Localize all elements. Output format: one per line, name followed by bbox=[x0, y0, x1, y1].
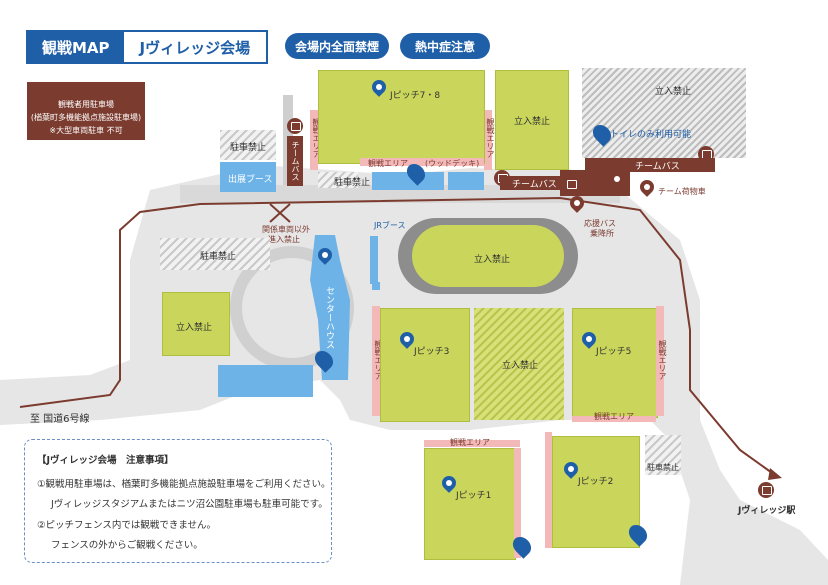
support-bus-label: 応援バス bbox=[584, 219, 616, 228]
wood-deck-label: (ウッドデッキ) bbox=[425, 159, 480, 168]
team-bus-vertical: チームバス bbox=[287, 136, 303, 186]
location-pin-78 bbox=[369, 77, 389, 98]
parking-label-left: 駐車禁止 bbox=[200, 252, 237, 262]
building-78-2 bbox=[448, 172, 484, 190]
jpitch-1-label: Jピッチ1 bbox=[456, 491, 492, 501]
stadium-field bbox=[412, 225, 564, 287]
stadium-no-entry: 立入禁止 bbox=[474, 255, 511, 265]
watch-area-label-1: 観戦エリア bbox=[450, 438, 490, 447]
heatstroke-badge: 熱中症注意 bbox=[400, 33, 490, 59]
notes-item2: ②ピッチフェンス内では観戦できません。 bbox=[37, 520, 217, 531]
parking-area-right bbox=[645, 435, 681, 475]
building-78-1 bbox=[372, 172, 444, 190]
watch-area-bottom-78 bbox=[360, 158, 484, 166]
bus-icon-1 bbox=[287, 118, 303, 134]
parking-line3: ※大型車両駐車 不可 bbox=[49, 126, 123, 135]
notes-heading: 【Jヴィレッジ会場 注意事項】 bbox=[37, 455, 174, 466]
no-entry-label-tr: 立入禁止 bbox=[655, 87, 692, 97]
location-pin-2 bbox=[561, 459, 581, 480]
title-left: 観戦MAP bbox=[28, 32, 124, 62]
route-arrow bbox=[768, 468, 782, 480]
spectator-parking-box: 観戦者用駐車場 (楢葉町多機能拠点施設駐車場) ※大型車両駐車 不可 bbox=[27, 82, 145, 140]
no-smoking-badge: 会場内全面禁煙 bbox=[285, 33, 389, 59]
watch-area-left-78 bbox=[310, 110, 318, 170]
watch-area-label-3: 観戦エリア bbox=[374, 340, 383, 380]
jpitch-2-field bbox=[552, 436, 640, 548]
bus-icon-4 bbox=[563, 176, 579, 192]
watch-area-top-1 bbox=[424, 440, 520, 447]
jpitch-1-field bbox=[424, 448, 516, 560]
center-house-building bbox=[310, 235, 350, 380]
support-stop-label: 乗降所 bbox=[590, 229, 614, 238]
notes-item1b: Jヴィレッジスタジアムまたはニツ沼公園駐車場も駐車可能です。 bbox=[51, 499, 328, 510]
team-bus-label-mid: チームバス bbox=[512, 180, 557, 190]
jpitch-78-field bbox=[318, 70, 485, 164]
watch-area-label-5: 観戦エリア bbox=[658, 340, 667, 380]
parking-label-1: 駐車禁止 bbox=[230, 143, 267, 153]
watch-area-bottom-5 bbox=[572, 416, 656, 422]
brown-pin-3 bbox=[567, 193, 587, 214]
team-bus-label-right: チームバス bbox=[635, 162, 680, 172]
no-entry-label-left: 立入禁止 bbox=[176, 323, 213, 333]
parking-label-78: 駐車禁止 bbox=[334, 178, 371, 188]
jpitch-5-field bbox=[572, 308, 658, 418]
booth-building bbox=[220, 162, 276, 192]
route6-label: 至 国道6号線 bbox=[30, 414, 90, 425]
watch-area-left-3 bbox=[372, 306, 380, 416]
notes-item2b: フェンスの外からご観戦ください。 bbox=[51, 540, 203, 551]
jr-booth-label: JRブース bbox=[374, 221, 406, 230]
parking-area-78-left bbox=[318, 172, 358, 188]
jr-booth-building bbox=[370, 236, 378, 284]
no-entry-area-top-right bbox=[582, 68, 746, 158]
no-entry-field-top bbox=[495, 70, 569, 170]
jpitch-5-label: Jピッチ5 bbox=[596, 347, 632, 357]
notes-item1: ①観戦用駐車場は、楢葉町多機能拠点施設駐車場をご利用ください。 bbox=[37, 479, 331, 490]
jr-booth-small bbox=[372, 282, 380, 290]
booth-label: 出展ブース bbox=[228, 175, 273, 185]
route-line bbox=[19, 196, 776, 476]
station-label: Jヴィレッジ駅 bbox=[738, 506, 796, 516]
parking-line1: 観戦者用駐車場 bbox=[58, 100, 114, 109]
parking-line2: (楢葉町多機能拠点施設駐車場) bbox=[30, 113, 142, 122]
parking-area-1 bbox=[220, 130, 276, 160]
no-entry-x2 bbox=[269, 203, 291, 223]
watch-area-label-78b: 観戦エリア bbox=[368, 159, 408, 168]
center-house-label: センターハウス bbox=[324, 286, 334, 349]
brown-pin-2 bbox=[637, 177, 657, 198]
watch-area-left-2 bbox=[545, 432, 552, 548]
parking-label-right: 駐車禁止 bbox=[647, 463, 679, 472]
location-pin-center bbox=[315, 245, 335, 266]
no-entry-label-top: 立入禁止 bbox=[514, 117, 551, 127]
team-bus-bar bbox=[585, 158, 715, 172]
no-vehicle-label-1: 関係車両以外 bbox=[262, 225, 310, 234]
team-cargo-label: チーム荷物車 bbox=[658, 187, 706, 196]
building-sw bbox=[218, 365, 313, 397]
notes-box: 【Jヴィレッジ会場 注意事項】 ①観戦用駐車場は、楢葉町多機能拠点施設駐車場をご… bbox=[24, 439, 332, 563]
watch-area-label-right: 観戦エリア bbox=[486, 118, 495, 158]
station-icon bbox=[758, 482, 774, 498]
watch-area-right-1 bbox=[514, 448, 521, 558]
jpitch-78-label: Jピッチ7・8 bbox=[390, 91, 441, 101]
toilet-only-label: トイレのみ利用可能 bbox=[610, 130, 692, 140]
watch-area-right-78 bbox=[484, 110, 492, 170]
jpitch-3-field bbox=[380, 308, 470, 422]
brown-pin-1 bbox=[607, 169, 627, 190]
jpitch-2-label: Jピッチ2 bbox=[578, 477, 614, 487]
jpitch-3-label: Jピッチ3 bbox=[414, 347, 450, 357]
no-entry-field-center bbox=[474, 308, 564, 420]
team-bus-bar-2 bbox=[500, 176, 570, 190]
map-title: 観戦MAP Jヴィレッジ会場 bbox=[26, 30, 269, 64]
location-pin-1 bbox=[439, 473, 459, 494]
watch-area-label-5b: 観戦エリア bbox=[594, 412, 634, 421]
location-pin-3 bbox=[397, 329, 417, 350]
watch-area-right-5 bbox=[656, 306, 664, 416]
location-pin-5 bbox=[579, 329, 599, 350]
watch-area-label-left: 観戦エリア bbox=[312, 118, 321, 158]
parking-area-left bbox=[160, 238, 270, 270]
title-right: Jヴィレッジ会場 bbox=[139, 38, 251, 57]
no-entry-field-left bbox=[162, 292, 230, 356]
no-entry-label-center: 立入禁止 bbox=[502, 361, 539, 371]
no-vehicle-label-2: 進入禁止 bbox=[268, 235, 300, 244]
